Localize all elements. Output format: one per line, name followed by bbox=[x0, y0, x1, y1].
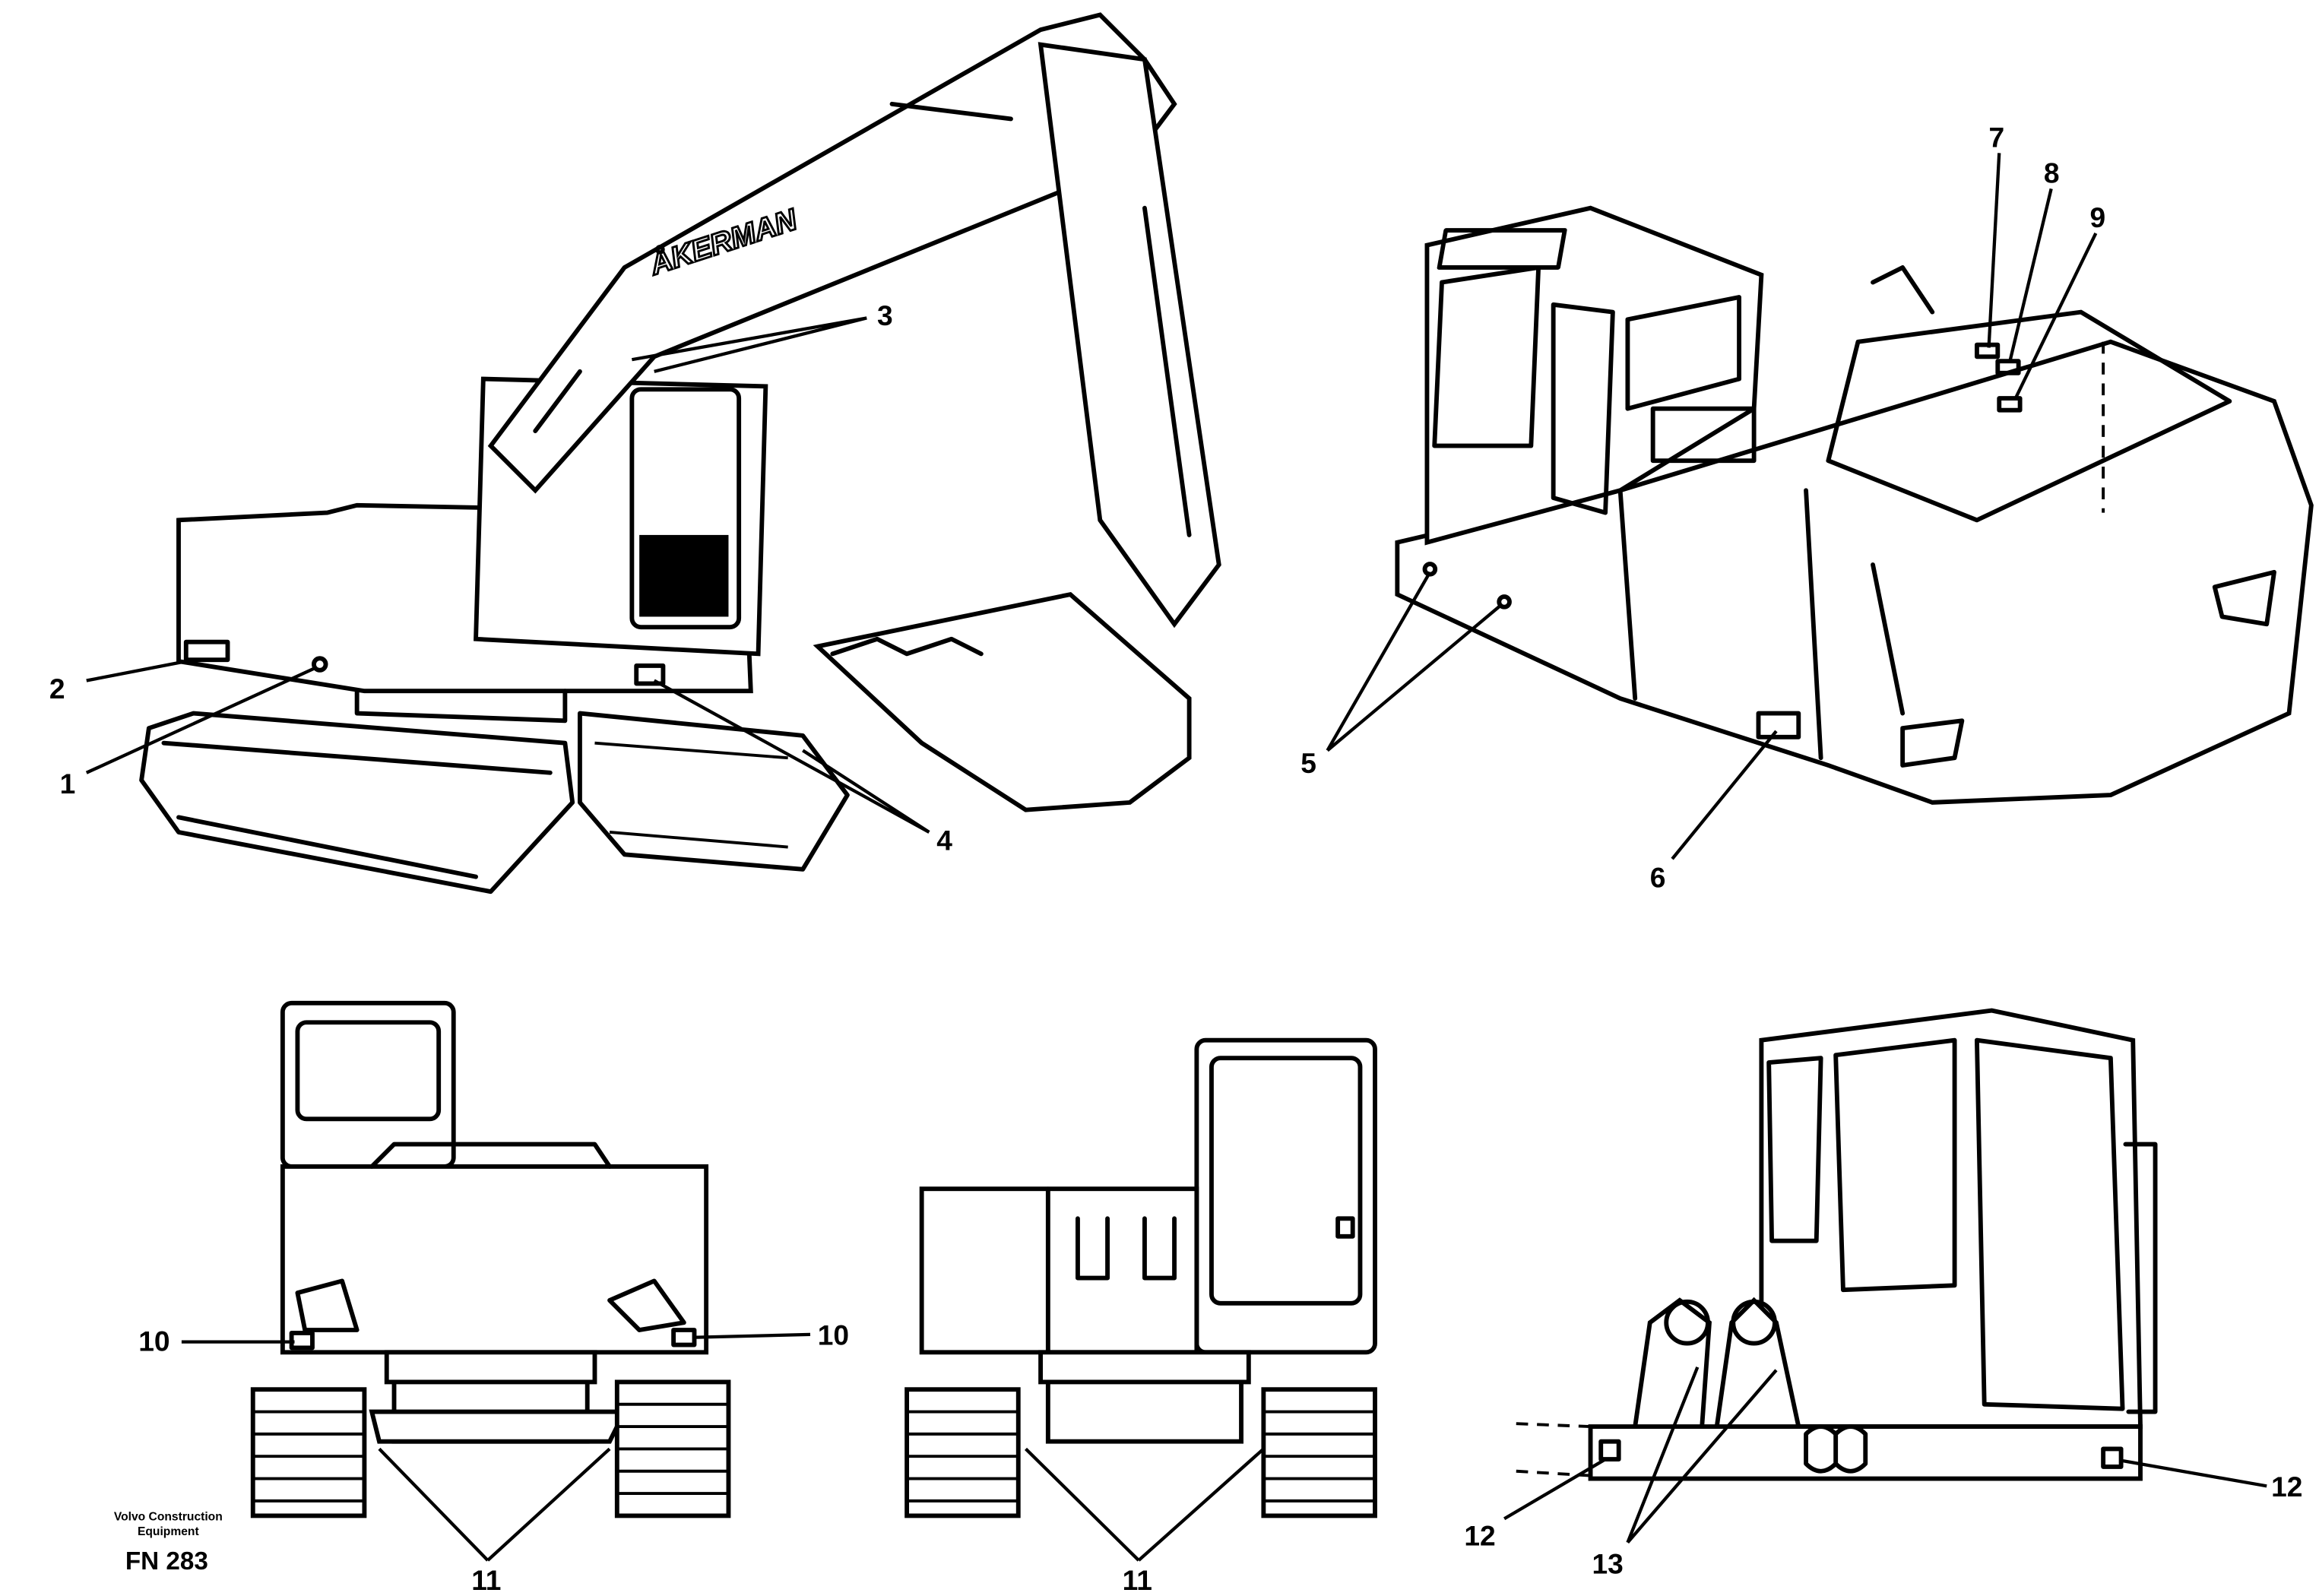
callout-7: 7 bbox=[1989, 122, 2005, 154]
side-view bbox=[904, 1037, 1377, 1518]
callout-12-right: 12 bbox=[2271, 1471, 2302, 1503]
company-line-2: Equipment bbox=[138, 1525, 200, 1538]
callout-11-side: 11 bbox=[1123, 1564, 1152, 1596]
upper-structure-perspective-view bbox=[1395, 205, 2314, 805]
callout-13: 13 bbox=[1592, 1548, 1623, 1580]
figure-code: FN 283 bbox=[125, 1547, 208, 1575]
front-perspective-view bbox=[1516, 1008, 2158, 1481]
callout-3: 3 bbox=[877, 299, 893, 331]
rear-view bbox=[250, 1000, 731, 1518]
leader-lines bbox=[85, 153, 2267, 1562]
excavator-perspective-view: ÅKERMAN bbox=[139, 12, 1221, 895]
callout-6: 6 bbox=[1650, 861, 1666, 893]
callout-4: 4 bbox=[936, 824, 952, 856]
callout-10-left: 10 bbox=[138, 1325, 169, 1357]
callout-8: 8 bbox=[2044, 157, 2060, 189]
callout-2: 2 bbox=[49, 673, 65, 705]
callout-12-left: 12 bbox=[1464, 1520, 1495, 1552]
callout-9: 9 bbox=[2090, 201, 2106, 233]
company-line-1: Volvo Construction bbox=[114, 1510, 223, 1523]
callout-10-right: 10 bbox=[818, 1319, 849, 1351]
callout-11-rear: 11 bbox=[471, 1564, 501, 1596]
footer-label: Volvo Construction Equipment FN 283 bbox=[114, 1510, 223, 1575]
callout-5: 5 bbox=[1300, 747, 1316, 779]
callout-1: 1 bbox=[60, 768, 76, 800]
callouts: 1 2 3 4 5 6 7 8 9 10 10 11 11 12 12 13 bbox=[49, 122, 2302, 1596]
